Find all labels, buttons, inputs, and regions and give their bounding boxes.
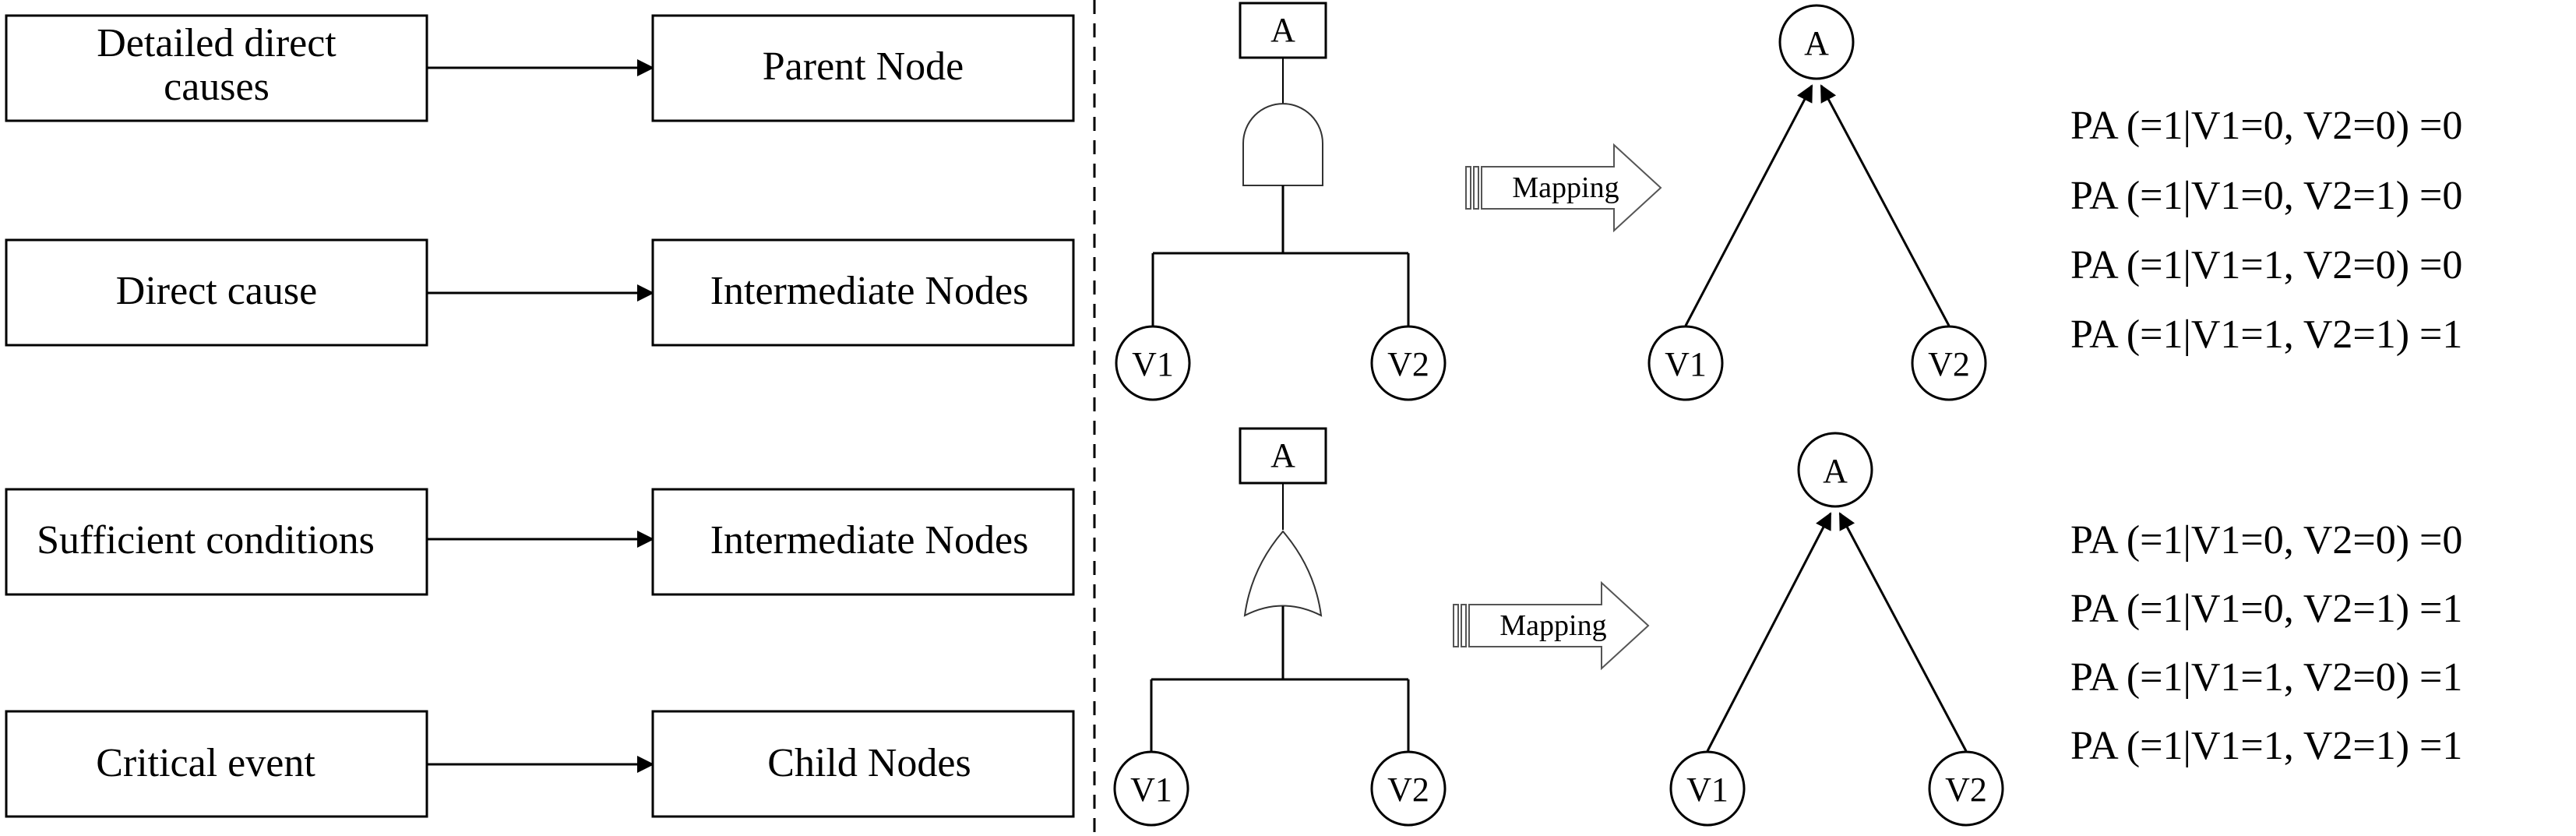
bn-node-label: V1 [1665, 345, 1707, 383]
mapping-row-2: Direct cause Intermediate Nodes [5, 238, 1075, 347]
bn-edge [1820, 84, 1951, 326]
basic-event-v1 [1113, 750, 1189, 827]
source-label: Critical event [96, 741, 315, 785]
block-arrow-icon [1481, 143, 1662, 233]
arrow-tail-stripe [1461, 604, 1467, 647]
bn-edge [1684, 84, 1813, 326]
source-label: Sufficient conditions [37, 518, 375, 563]
probability-line: PA (=1|V1=1, V2=0) =0 [2070, 243, 2462, 287]
bn-node-label: V1 [1686, 771, 1728, 809]
source-label-line-2: causes [164, 65, 270, 109]
basic-event-v1 [1115, 325, 1191, 401]
probability-line: PA (=1|V1=0, V2=0) =0 [2070, 104, 2462, 148]
top-event-box [1239, 427, 1327, 485]
probability-line: PA (=1|V1=0, V2=1) =1 [2070, 587, 2462, 631]
arrow-tail-stripe [1453, 604, 1459, 647]
source-label: Direct cause [116, 269, 317, 313]
probability-line: PA (=1|V1=0, V2=1) =0 [2070, 174, 2462, 218]
target-box-intermediate-nodes [651, 488, 1075, 596]
mapping-row-1: Detailed direct causes Parent Node [5, 14, 1075, 122]
basic-event-label: V1 [1132, 345, 1174, 383]
basic-event-label: V1 [1130, 771, 1172, 809]
mapping-label: Mapping [1499, 609, 1606, 642]
and-gate-icon [1242, 103, 1323, 186]
mapping-row-4: Critical event Child Nodes [5, 710, 1075, 818]
probability-line: PA (=1|V1=1, V2=1) =1 [2070, 312, 2462, 357]
mapping-arrow-top: Mapping [1465, 143, 1662, 233]
bn-node-label: A [1823, 452, 1848, 490]
bn-node-v1 [1669, 750, 1746, 827]
block-arrow-icon [1468, 580, 1650, 671]
bn-edge [1706, 512, 1832, 752]
basic-event-label: V2 [1387, 345, 1429, 383]
probability-table-and: PA (=1|V1=0, V2=0) =0 PA (=1|V1=0, V2=1)… [2070, 104, 2462, 357]
basic-event-v2 [1370, 325, 1447, 401]
arrow-tail-stripe [1465, 166, 1471, 210]
bn-node-v1 [1647, 325, 1724, 401]
bn-node-label: A [1804, 24, 1829, 62]
source-box-direct-cause [5, 238, 428, 347]
target-box-child-nodes [651, 710, 1075, 818]
and-gate-fault-tree: A V1 V2 [1115, 2, 1447, 401]
source-box-detailed-direct-causes [5, 14, 428, 122]
arrow-tail-stripe [1473, 166, 1479, 210]
target-box-intermediate-nodes [651, 238, 1075, 347]
bn-node-a [1778, 4, 1855, 80]
source-box-sufficient-conditions [5, 488, 428, 596]
or-gate-icon [1243, 530, 1323, 617]
probability-line: PA (=1|V1=1, V2=1) =1 [2070, 724, 2462, 768]
top-event-label: A [1270, 11, 1295, 49]
bayesian-network-and: A V1 V2 [1647, 4, 1987, 401]
bn-edge [1838, 512, 1968, 752]
bn-node-label: V2 [1945, 771, 1987, 809]
probability-line: PA (=1|V1=1, V2=0) =1 [2070, 655, 2462, 700]
mapping-arrow-bottom: Mapping [1453, 580, 1650, 671]
bn-node-v2 [1911, 325, 1987, 401]
source-box-critical-event [5, 710, 428, 818]
mapping-label: Mapping [1512, 171, 1619, 204]
basic-event-label: V2 [1387, 771, 1429, 809]
target-label: Intermediate Nodes [710, 518, 1029, 563]
top-event-box [1239, 2, 1327, 59]
bn-node-v2 [1928, 750, 2004, 827]
probability-table-or: PA (=1|V1=0, V2=0) =0 PA (=1|V1=0, V2=1)… [2070, 518, 2462, 768]
basic-event-v2 [1370, 750, 1447, 827]
mapping-row-3: Sufficient conditions Intermediate Nodes [5, 488, 1075, 596]
top-event-label: A [1270, 436, 1295, 474]
target-label: Child Nodes [767, 741, 971, 785]
target-label: Parent Node [763, 44, 964, 89]
target-label: Intermediate Nodes [710, 269, 1029, 313]
source-label-line-1: Detailed direct [97, 21, 337, 65]
probability-line: PA (=1|V1=0, V2=0) =0 [2070, 518, 2462, 563]
bn-node-label: V2 [1928, 345, 1970, 383]
bn-node-a [1797, 432, 1873, 508]
bayesian-network-or: A V1 V2 [1669, 432, 2004, 827]
or-gate-fault-tree: A V1 V2 [1113, 427, 1447, 827]
target-box-parent-node [651, 14, 1075, 122]
